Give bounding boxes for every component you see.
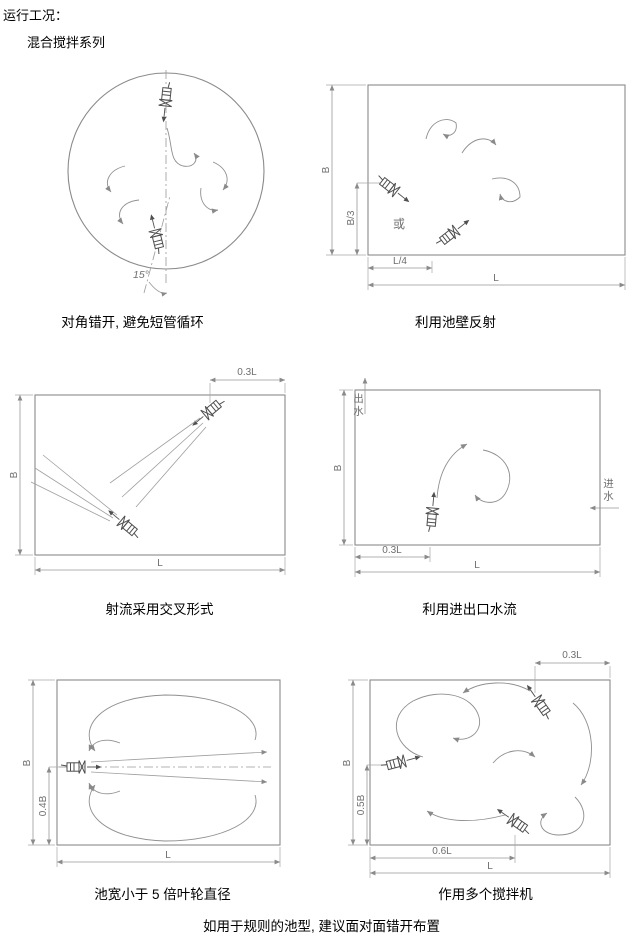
- dimension-lines: [30, 679, 281, 865]
- dimension-lines: [350, 660, 611, 876]
- extension-lines: [348, 666, 611, 878]
- page-title: 运行工况：: [3, 8, 69, 23]
- inlet-label: 进水: [602, 478, 614, 503]
- diagram-multiple-mixers: 0.3L B 0.5B 0.6L L: [342, 650, 611, 878]
- flow-arrows: [105, 127, 229, 225]
- dim-label-l: L: [493, 273, 499, 284]
- dim-label-b: B: [333, 464, 344, 471]
- angle-label: 15°: [133, 269, 149, 281]
- flow-arrows: [425, 119, 521, 203]
- diagram-narrow-tank: B 0.4B L: [22, 679, 281, 867]
- footer-note: 如用于规则的池型, 建议面对面错开布置: [202, 919, 440, 934]
- tank-wall-rect: [367, 84, 626, 256]
- extension-lines: [339, 389, 601, 577]
- dim-label-04b: 0.4B: [38, 795, 49, 816]
- mixer-icon: [432, 214, 474, 251]
- mixer-icon: [492, 803, 535, 839]
- series-subtitle: 混合搅拌系列: [27, 35, 106, 50]
- dim-label-l: L: [487, 861, 493, 872]
- dim-label-b: B: [342, 759, 353, 766]
- dimension-lines: [17, 377, 286, 573]
- diagram-inlet-outlet-flow: B 0.3L L: [333, 377, 619, 577]
- dim-label-l: L: [157, 558, 163, 569]
- caption-diagonal-stagger: 对角错开, 避免短管循环: [61, 315, 204, 330]
- mixer-icon: [379, 749, 423, 774]
- dim-label-l: L: [474, 560, 480, 571]
- dim-label-l: L: [165, 850, 171, 861]
- flow-arrows: [395, 682, 592, 836]
- diagram-wall-reflection: B B/3 L/4 L 或: [321, 84, 626, 290]
- dimension-lines: [341, 389, 601, 575]
- flow-arrows: [88, 694, 257, 842]
- jet-fan-lines: [30, 417, 207, 522]
- angle-arc: [148, 281, 168, 297]
- dim-label-b: B: [22, 759, 33, 766]
- dim-label-b: B: [321, 166, 332, 173]
- mixer-icon: [372, 171, 414, 208]
- dim-label-b3: B/3: [346, 210, 357, 225]
- flow-arrows: [436, 443, 511, 503]
- mixer-icon: [187, 394, 228, 432]
- caption-wall-reflection: 利用池壁反射: [415, 315, 496, 330]
- dim-label-05b: 0.5B: [356, 794, 367, 815]
- dim-label-03l: 0.3L: [382, 545, 402, 556]
- dimension-lines: [329, 84, 626, 288]
- mixer-icon: [103, 504, 144, 542]
- mixer-icon: [521, 680, 557, 723]
- mixer-icon: [423, 490, 442, 534]
- dim-label-b: B: [9, 471, 20, 478]
- mixer-icon: [156, 80, 175, 124]
- tank-wall-rect: [369, 679, 611, 846]
- diagram-circular-tank-stagger: 15°: [67, 70, 265, 297]
- caption-narrow-tank: 池宽小于 5 倍叶轮直径: [94, 887, 231, 902]
- caption-inlet-outlet: 利用进出口水流: [422, 602, 517, 617]
- dim-label-06l: 0.6L: [432, 846, 452, 857]
- extension-lines: [15, 383, 286, 575]
- tank-wall-rect: [354, 389, 601, 546]
- outlet-label: 出水: [352, 393, 364, 418]
- extension-lines: [28, 679, 281, 867]
- diagram-cross-jets: B L 0.3L: [9, 367, 286, 575]
- dim-label-03l: 0.3L: [237, 367, 257, 378]
- tank-wall-rect: [34, 394, 286, 556]
- dim-label-l4: L/4: [393, 256, 407, 267]
- caption-multiple-mixers: 作用多个搅拌机: [438, 887, 533, 902]
- extension-lines: [326, 84, 626, 290]
- tank-wall-rect: [56, 679, 281, 846]
- caption-cross-jets: 射流采用交叉形式: [105, 602, 214, 617]
- jet-fan-lines: [90, 749, 268, 785]
- or-label: 或: [393, 217, 405, 231]
- dim-label-03l: 0.3L: [562, 650, 582, 661]
